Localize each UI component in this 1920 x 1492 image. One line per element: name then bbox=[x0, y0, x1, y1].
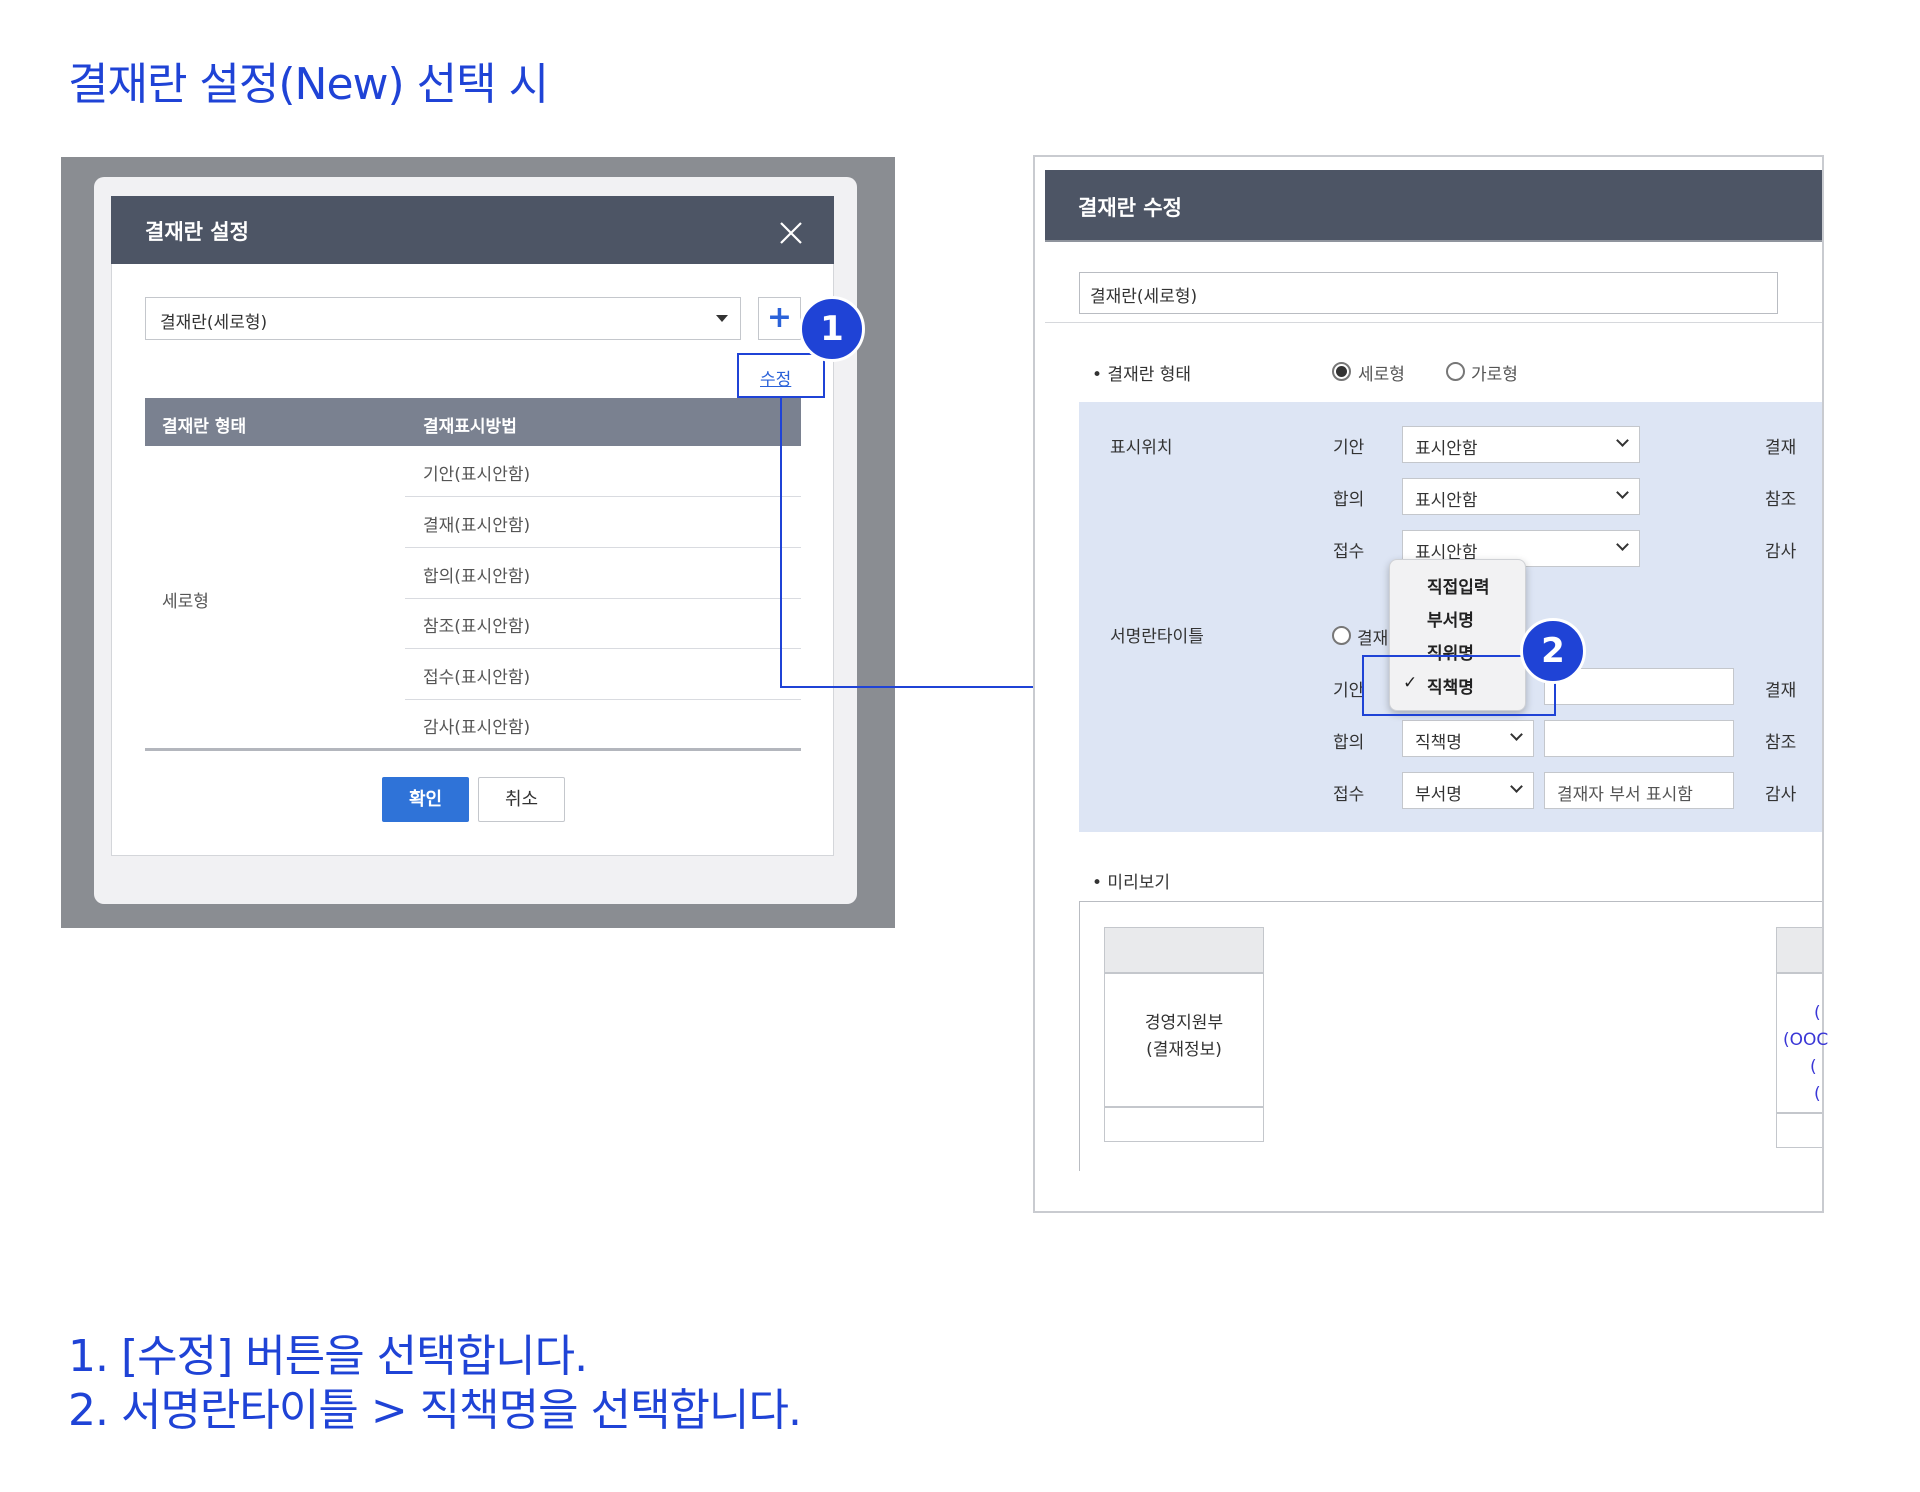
signature-row-right: 결재 bbox=[1765, 681, 1797, 701]
table-row: 접수(표시안함) bbox=[423, 668, 531, 688]
position-select-draft[interactable]: 표시안함 bbox=[1402, 426, 1640, 463]
edit-link[interactable]: 수정 bbox=[760, 370, 792, 390]
approval-name-input[interactable]: 결재란(세로형) bbox=[1079, 272, 1778, 314]
edit-panel-header bbox=[1045, 170, 1822, 240]
highlight-edit-link bbox=[737, 353, 825, 398]
caret-down-icon bbox=[716, 315, 728, 322]
table-row: 기안(표시안함) bbox=[423, 465, 531, 485]
menu-item-job-title[interactable]: 직책명 bbox=[1427, 678, 1474, 698]
signature-row-label: 합의 bbox=[1333, 733, 1365, 753]
table-bottom-border bbox=[145, 748, 801, 751]
row-divider bbox=[405, 598, 801, 599]
preview-cell-body bbox=[1104, 973, 1264, 1107]
form-type-label: • 결재란 형태 bbox=[1092, 365, 1192, 385]
row-divider bbox=[405, 496, 801, 497]
signature-text-input[interactable] bbox=[1544, 720, 1734, 757]
preview-cell-line2: (결재정보) bbox=[1146, 1040, 1222, 1060]
display-position-label: 표시위치 bbox=[1110, 438, 1173, 458]
cancel-button[interactable]: 취소 bbox=[478, 777, 565, 822]
instruction-step-2: 2. 서명란타이틀 > 직책명을 선택합니다. bbox=[68, 1385, 802, 1436]
preview-cell-header bbox=[1104, 927, 1264, 973]
signature-select-agreement[interactable]: 직책명 bbox=[1402, 720, 1534, 757]
position-select-agreement[interactable]: 표시안함 bbox=[1402, 478, 1640, 515]
close-icon[interactable] bbox=[778, 220, 804, 246]
menu-item-position[interactable]: 직위명 bbox=[1427, 644, 1474, 664]
column-header-display-method: 결재표시방법 bbox=[423, 417, 517, 437]
preview-cell-body-right bbox=[1776, 973, 1822, 1113]
form-type-value: 세로형 bbox=[162, 592, 209, 612]
header-underline bbox=[1045, 240, 1822, 242]
page-title: 결재란 설정(New) 선택 시 bbox=[68, 59, 549, 110]
menu-item-direct-input[interactable]: 직접입력 bbox=[1427, 578, 1490, 598]
connector-line-vertical bbox=[780, 398, 782, 688]
position-row-label: 접수 bbox=[1333, 542, 1365, 562]
table-row: 감사(표시안함) bbox=[423, 718, 531, 738]
preview-cell-line1: 경영지원부 bbox=[1144, 1013, 1224, 1033]
preview-label: • 미리보기 bbox=[1092, 873, 1170, 893]
preview-cell-header-right bbox=[1776, 927, 1822, 973]
preview-partial-text: ( bbox=[1814, 1003, 1821, 1023]
radio-horizontal[interactable] bbox=[1446, 362, 1465, 381]
table-row: 결재(표시안함) bbox=[423, 516, 531, 536]
signature-option-label: 결재 bbox=[1357, 629, 1389, 649]
position-row-right: 감사 bbox=[1765, 542, 1797, 562]
signature-text-input[interactable]: 결재자 부서 표시함 bbox=[1544, 772, 1734, 809]
column-header-form-type: 결재란 형태 bbox=[162, 417, 247, 437]
confirm-button[interactable]: 확인 bbox=[382, 777, 469, 822]
preview-partial-text: ( bbox=[1814, 1084, 1821, 1104]
signature-title-label: 서명란타이틀 bbox=[1110, 627, 1204, 647]
radio-vertical[interactable] bbox=[1332, 362, 1351, 381]
step-badge-2: 2 bbox=[1520, 618, 1586, 684]
row-divider bbox=[405, 648, 801, 649]
approval-form-select[interactable]: 결재란(세로형) bbox=[145, 297, 741, 340]
preview-partial-text: (OOC bbox=[1783, 1030, 1829, 1050]
check-icon: ✓ bbox=[1403, 673, 1418, 693]
position-row-label: 합의 bbox=[1333, 490, 1365, 510]
preview-cell-footer bbox=[1104, 1107, 1264, 1142]
signature-row-right: 감사 bbox=[1765, 785, 1797, 805]
radio-signature-option[interactable] bbox=[1332, 626, 1351, 645]
position-row-right: 결재 bbox=[1765, 438, 1797, 458]
edit-panel-title: 결재란 수정 bbox=[1078, 196, 1182, 220]
position-row-label: 기안 bbox=[1333, 438, 1365, 458]
signature-row-right: 참조 bbox=[1765, 733, 1797, 753]
preview-area bbox=[1079, 901, 1822, 1171]
table-row: 합의(표시안함) bbox=[423, 567, 531, 587]
signature-select-receipt[interactable]: 부서명 bbox=[1402, 772, 1534, 809]
row-divider bbox=[405, 699, 801, 700]
table-row: 참조(표시안함) bbox=[423, 617, 531, 637]
signature-row-label: 기안 bbox=[1333, 681, 1365, 701]
position-row-right: 참조 bbox=[1765, 490, 1797, 510]
radio-vertical-label: 세로형 bbox=[1358, 365, 1405, 385]
step-badge-1: 1 bbox=[799, 296, 865, 362]
table-header bbox=[145, 398, 801, 446]
dialog-title: 결재란 설정 bbox=[145, 220, 249, 244]
section-divider bbox=[1045, 322, 1822, 323]
dialog-header bbox=[111, 196, 834, 264]
preview-partial-text: ( bbox=[1810, 1057, 1817, 1077]
menu-item-department[interactable]: 부서명 bbox=[1427, 611, 1474, 631]
instruction-step-1: 1. [수정] 버튼을 선택합니다. bbox=[68, 1331, 588, 1382]
add-button[interactable]: + bbox=[758, 297, 801, 340]
highlight-job-title bbox=[1362, 655, 1556, 716]
signature-row-label: 접수 bbox=[1333, 785, 1365, 805]
radio-horizontal-label: 가로형 bbox=[1471, 365, 1518, 385]
preview-cell-footer-right bbox=[1776, 1113, 1822, 1148]
row-divider bbox=[405, 547, 801, 548]
